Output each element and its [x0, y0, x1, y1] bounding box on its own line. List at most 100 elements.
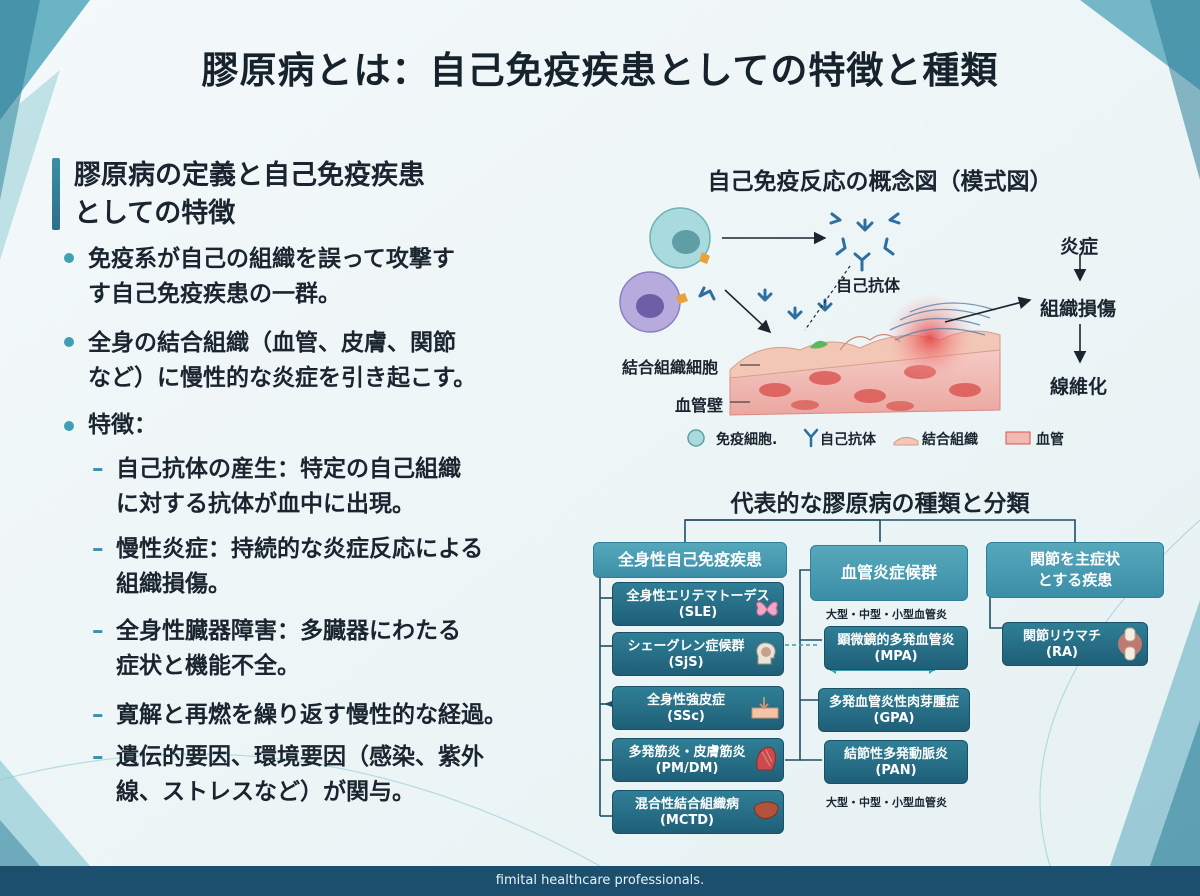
disease-sle-abbr: (SLE) [678, 605, 718, 620]
sub-bullet-3: 全身性臓器障害：多臓器にわたる 症状と機能不全。 [116, 614, 461, 684]
disease-ssc: 全身性強皮症 (SSc) [612, 686, 784, 730]
joint-icon [1118, 627, 1142, 661]
bullet-1-line-2: す自己免疫疾患の一群。 [88, 281, 341, 307]
disease-pan-abbr: (PAN) [875, 763, 917, 778]
flow-inflammation: 炎症 [1060, 236, 1099, 258]
bullet-3: 特徴： [88, 408, 157, 443]
sub-bullet-2-line-1: 慢性炎症：持続的な炎症反応による [116, 536, 484, 562]
autoimmune-diagram [619, 207, 1087, 416]
sub-bullet-3-line-1: 全身性臓器障害：多臓器にわたる [116, 618, 461, 644]
flow-fibrosis: 線維化 [1050, 376, 1108, 398]
disease-gpa-name: 多発血管炎性肉芽腫症 [828, 695, 959, 710]
skin-icon [751, 697, 779, 719]
bullet-dot [64, 253, 74, 263]
disease-pmdm: 多発筋炎・皮膚筋炎 (PM/DM) [612, 738, 784, 782]
legend-connective-tissue: 結合組織 [922, 432, 978, 448]
sub-bullet-3-line-2: 症状と機能不全。 [116, 653, 300, 679]
section-heading: 膠原病の定義と自己免疫疾患 としての特徴 [74, 157, 534, 233]
disease-mpa-abbr: (MPA) [874, 649, 918, 664]
disease-sle: 全身性エリテマトーデス (SLE) [612, 582, 784, 626]
antibody-label: 自己抗体 [836, 276, 901, 295]
disease-sjs-name: シェーグレン症候群 [627, 639, 745, 654]
group-header-joint-line-2: とする疾患 [1037, 571, 1113, 589]
bullet-dot [64, 337, 74, 347]
vasculitis-note-bottom: 大型・中型・小型血管炎 [826, 796, 947, 809]
arrow-to-damage [944, 296, 1032, 323]
disease-ra: 関節リウマチ (RA) [1002, 622, 1148, 666]
sub-bullet-5: 遺伝的要因、環境要因（感染、紫外 線、ストレスなど）が関与。 [116, 740, 484, 810]
sub-bullet-1: 自己抗体の産生：特定の自己組織 に対する抗体が血中に出現。 [116, 452, 461, 522]
antibody-cluster [698, 212, 901, 320]
disease-ssc-name: 全身性強皮症 [646, 693, 725, 708]
disease-sjs: シェーグレン症候群 (SjS) [612, 632, 784, 676]
sub-bullet-2-line-2: 組織損傷。 [116, 571, 231, 597]
tissue-legend-icon [893, 437, 919, 446]
diagram-title: 自己免疫反応の概念図（模式図） [707, 169, 1053, 195]
sub-bullet-dash: – [92, 618, 104, 644]
sub-bullet-2: 慢性炎症：持続的な炎症反応による 組織損傷。 [116, 532, 483, 602]
disease-gpa-abbr: (GPA) [873, 711, 915, 726]
sub-bullet-5-line-2: 線、ストレスなど）が関与。 [116, 779, 415, 805]
disease-pmdm-abbr: (PM/DM) [655, 761, 719, 776]
head-icon [756, 642, 776, 665]
sub-bullet-4: 寛解と再燃を繰り返す慢性的な経過。 [116, 698, 507, 733]
butterfly-icon [756, 601, 778, 616]
immune-cell-legend-icon [687, 429, 705, 447]
section-accent-bar [52, 158, 60, 230]
vessel-legend-icon [1005, 431, 1031, 445]
disease-pmdm-name: 多発筋炎・皮膚筋炎 [628, 745, 746, 760]
bullet-3-line-1: 特徴： [88, 412, 157, 438]
page-title: 膠原病とは：自己免疫疾患としての特徴と種類 [201, 49, 999, 92]
inflammation-site [885, 293, 975, 383]
section-heading-line-2: としての特徴 [74, 198, 236, 229]
bullet-dot [64, 421, 74, 431]
disease-ra-name: 関節リウマチ [1022, 629, 1101, 644]
liver-icon [753, 801, 779, 819]
disease-pan: 結節性多発動脈炎 (PAN) [824, 740, 968, 784]
bullet-1-line-1: 免疫系が自己の組織を誤って攻撃す [88, 246, 455, 272]
vasculitis-note-top: 大型・中型・小型血管炎 [826, 608, 947, 621]
disease-ra-abbr: (RA) [1046, 645, 1078, 660]
muscle-icon [756, 746, 776, 771]
sub-bullet-5-line-1: 遺伝的要因、環境要因（感染、紫外 [116, 744, 484, 770]
disease-sle-name: 全身性エリテマトーデス [626, 589, 770, 604]
group-header-systemic: 全身性自己免疫疾患 [593, 542, 787, 578]
immune-cell-teal [649, 207, 711, 269]
sub-bullet-4-line-1: 寛解と再燃を繰り返す慢性的な経過。 [116, 702, 507, 728]
group-header-joint: 関節を主症状 とする疾患 [986, 542, 1164, 598]
vessel-wall-label: 血管壁 [675, 396, 724, 415]
classification-title: 代表的な膠原病の種類と分類 [730, 491, 1030, 517]
fibrosis-fibers [889, 302, 996, 341]
legend-immune-cell: 免疫細胞. [716, 432, 778, 448]
classification-tree-lines [599, 519, 1076, 817]
bullet-2-line-1: 全身の結合組織（血管、皮膚、関節 [88, 330, 456, 356]
tissue-cell-label: 結合組織細胞 [622, 358, 719, 377]
bullet-1: 免疫系が自己の組織を誤って攻撃す す自己免疫疾患の一群。 [88, 242, 455, 312]
bullet-2-line-2: など）に慢性的な炎症を引き起こす。 [88, 365, 477, 391]
sub-bullet-dash: – [92, 536, 104, 562]
sub-bullet-dash: – [92, 702, 104, 728]
disease-ssc-abbr: (SSc) [667, 709, 705, 724]
sub-bullet-dash: – [92, 744, 104, 770]
antibody-legend-icon [803, 428, 819, 448]
disease-mpa: 顕微鏡的多発血管炎 (MPA) [824, 626, 968, 670]
disease-gpa: 多発血管炎性肉芽腫症 (GPA) [818, 688, 970, 732]
group-header-joint-line-1: 関節を主症状 [1029, 550, 1120, 568]
sub-bullet-1-line-2: に対する抗体が血中に出現。 [116, 491, 415, 517]
disease-mctd-abbr: (MCTD) [659, 813, 715, 828]
footer: fimital healthcare professionals. [0, 866, 1200, 896]
legend-vessel: 血管 [1036, 432, 1064, 448]
arrow-to-tissue [724, 289, 772, 334]
diagram-legend-icons [687, 428, 1031, 448]
bullet-2: 全身の結合組織（血管、皮膚、関節 など）に慢性的な炎症を引き起こす。 [88, 326, 476, 396]
sub-bullet-1-line-1: 自己抗体の産生：特定の自己組織 [116, 456, 461, 482]
antigen-marker [810, 340, 828, 349]
antibody-dashed-line [804, 265, 851, 331]
section-heading-line-1: 膠原病の定義と自己免疫疾患 [74, 160, 425, 191]
sub-bullet-dash: – [92, 456, 104, 482]
disease-mctd-name: 混合性結合組織病 [634, 797, 739, 812]
immune-cell-purple [619, 271, 688, 333]
disease-mpa-name: 顕微鏡的多発血管炎 [837, 633, 955, 648]
group-header-vasculitis: 血管炎症候群 [810, 545, 968, 601]
flow-tissue-damage: 組織損傷 [1040, 298, 1117, 320]
